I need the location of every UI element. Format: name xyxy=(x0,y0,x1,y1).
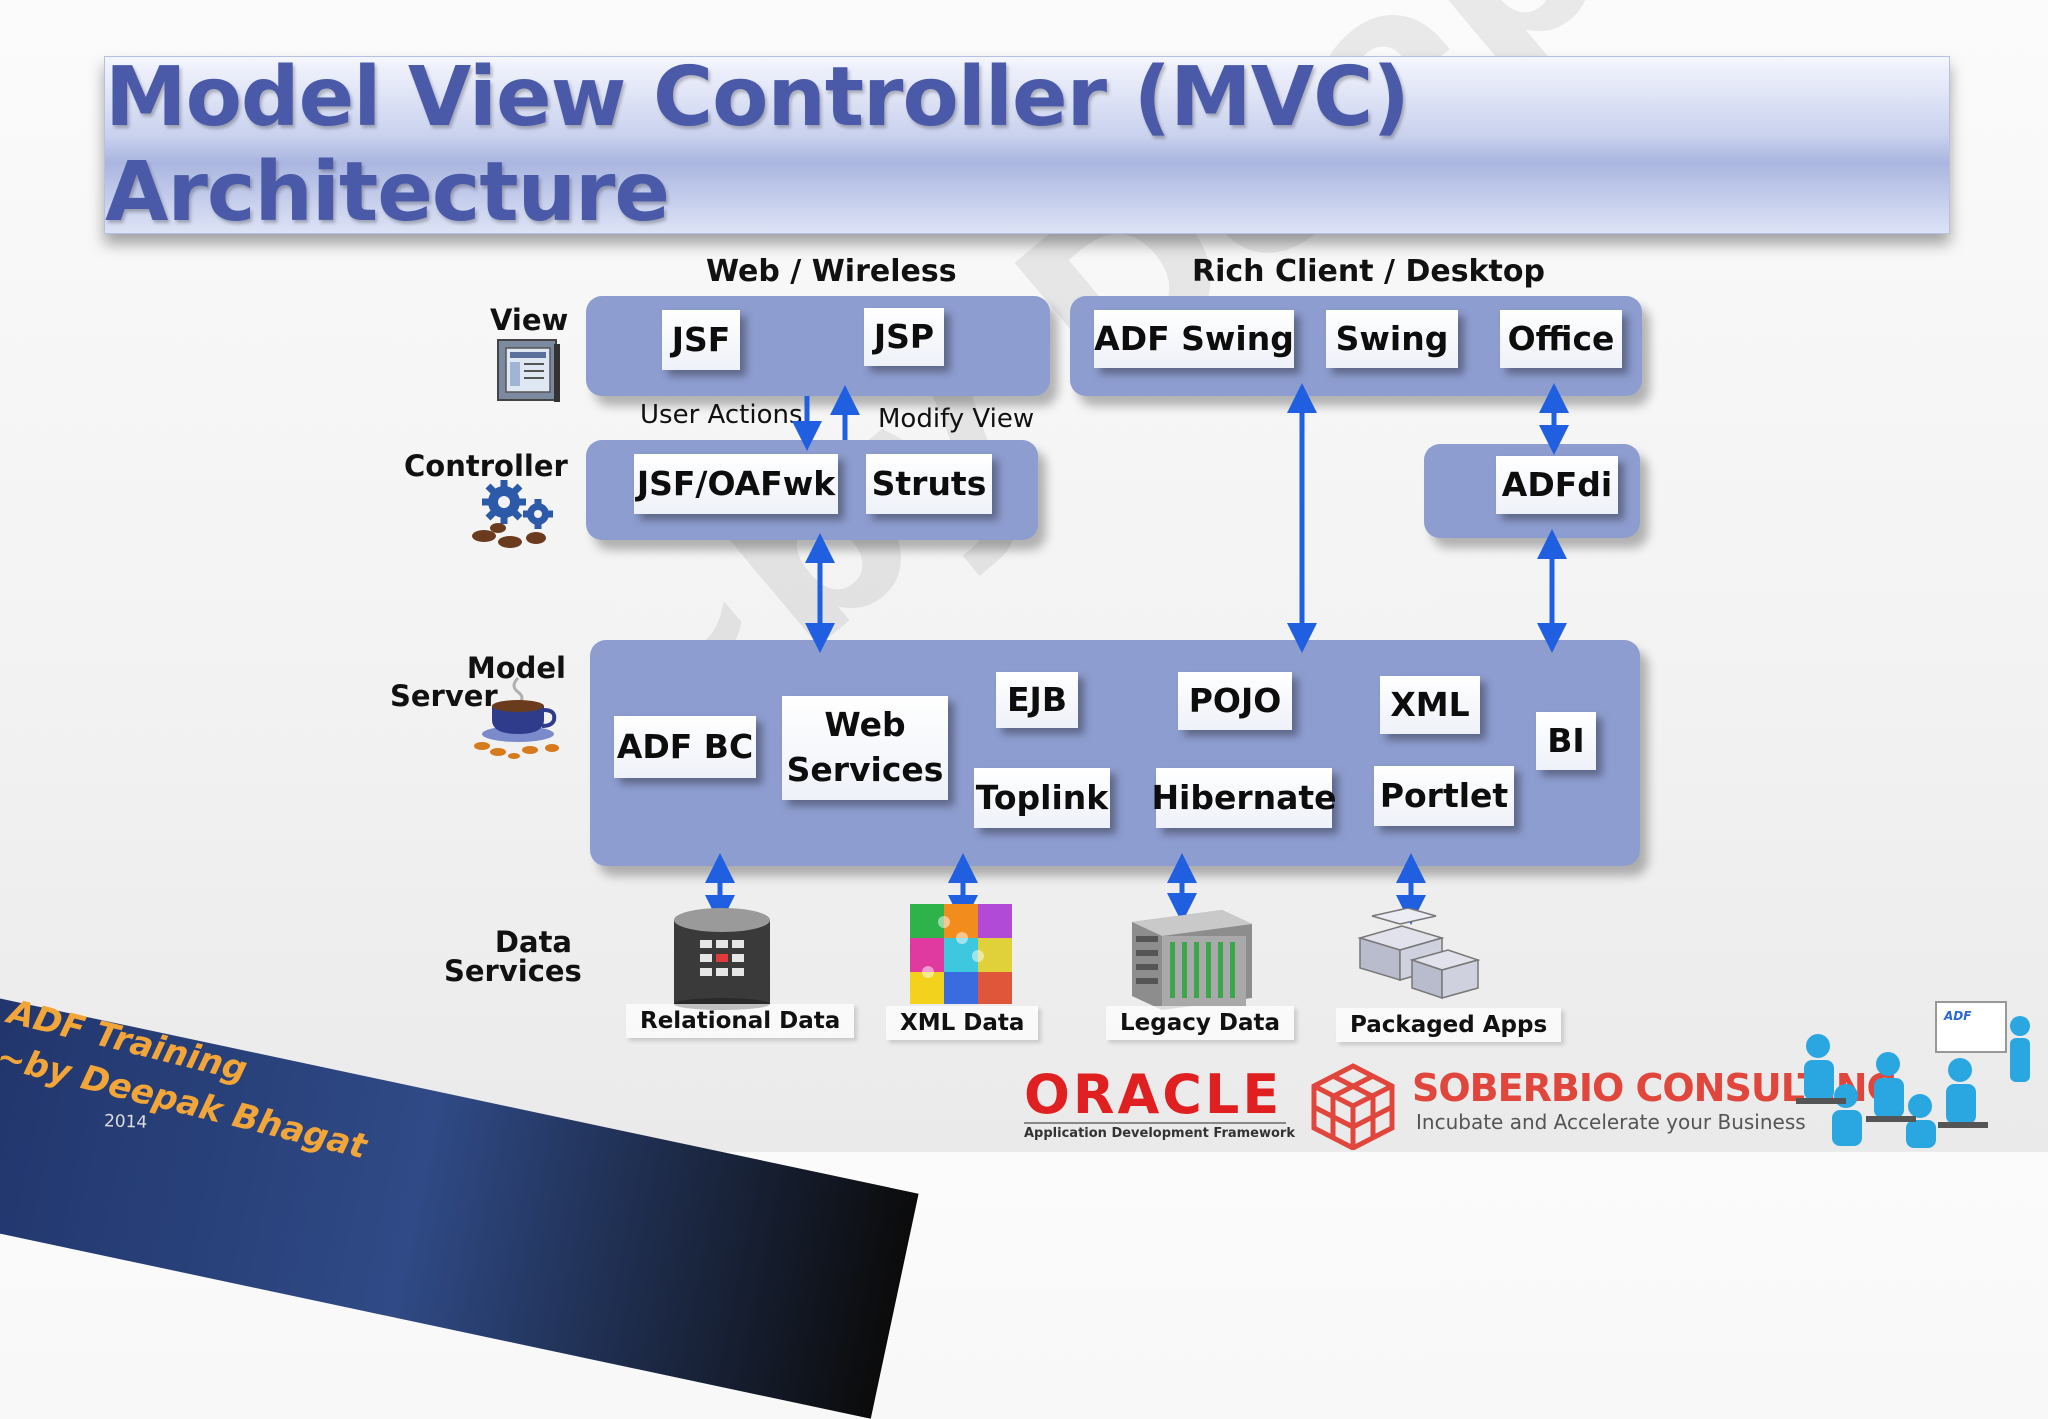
adf-badge: ADF xyxy=(1943,1009,1972,1023)
page-title: Model View Controller (MVC) Architecture xyxy=(105,50,1410,240)
view-rich-panel: ADF Swing Swing Office xyxy=(1070,296,1642,396)
tile-swing: Swing xyxy=(1326,310,1458,368)
coffee-cup-icon xyxy=(470,676,566,760)
server-rack-icon xyxy=(1122,902,1256,1012)
label-legacy-data: Legacy Data xyxy=(1106,1006,1295,1040)
classroom-illustration-icon: ADF xyxy=(1796,1000,2044,1148)
tile-adf-bc: ADF BC xyxy=(614,716,756,778)
tile-office: Office xyxy=(1500,310,1622,368)
view-window-icon xyxy=(496,334,562,404)
layer-label-view: View xyxy=(490,303,569,337)
label-relational-data: Relational Data xyxy=(626,1004,855,1038)
oracle-subtitle: Application Development Framework xyxy=(1024,1122,1295,1141)
packaged-apps-icon xyxy=(1352,907,1482,1006)
web-services-line1: Web xyxy=(824,705,906,745)
arrows-layer xyxy=(705,383,1569,925)
data-services-line2: Services xyxy=(444,954,582,988)
tile-adfdi: ADFdi xyxy=(1496,456,1618,514)
tile-hibernate: Hibernate xyxy=(1151,768,1337,828)
database-icon xyxy=(670,906,776,1010)
layer-label-server: Server xyxy=(390,679,498,713)
tile-adf-swing: ADF Swing xyxy=(1094,310,1294,368)
tile-bi: BI xyxy=(1536,712,1596,770)
tile-toplink: Toplink xyxy=(974,768,1110,828)
label-modify-view: Modify View xyxy=(878,404,1035,434)
data-services-line1: Data xyxy=(494,925,572,959)
title-banner: Model View Controller (MVC) Architecture xyxy=(104,50,1950,240)
tile-web-services: Web Services xyxy=(782,696,948,800)
tile-portlet: Portlet xyxy=(1374,766,1514,826)
tile-pojo: POJO xyxy=(1178,672,1292,730)
model-panel: ADF BC Web Services EJB POJO XML BI Topl… xyxy=(590,640,1640,866)
tile-jsf: JSF xyxy=(662,310,740,370)
layer-label-controller: Controller xyxy=(404,449,568,483)
footer-year: 2014 xyxy=(103,1111,148,1133)
label-xml-data: XML Data xyxy=(886,1006,1039,1040)
view-web-panel: JSF JSP xyxy=(586,296,1050,396)
tile-jsf-oafwk: JSF/OAFwk xyxy=(634,454,838,514)
soberbio-cube-icon xyxy=(1310,1062,1396,1151)
web-services-line2: Services xyxy=(786,750,944,789)
puzzle-icon xyxy=(908,902,1016,1006)
oracle-wordmark: ORACLE xyxy=(1024,1063,1283,1126)
header-rich-client: Rich Client / Desktop xyxy=(1192,254,1545,289)
label-user-actions: User Actions xyxy=(640,400,803,430)
tile-struts: Struts xyxy=(866,454,992,514)
gears-icon xyxy=(464,478,568,552)
controller-web-panel: JSF/OAFwk Struts xyxy=(586,440,1038,540)
tile-ejb: EJB xyxy=(996,672,1078,728)
tile-jsp: JSP xyxy=(864,308,944,366)
header-web-wireless: Web / Wireless xyxy=(706,254,957,289)
oracle-logo: ORACLE Application Development Framework xyxy=(1024,1063,1295,1141)
layer-label-data-services: Data Services xyxy=(444,925,582,988)
soberbio-tagline: Incubate and Accelerate your Business xyxy=(1416,1110,1806,1134)
controller-rich-panel: ADFdi xyxy=(1424,444,1640,538)
tile-xml: XML xyxy=(1380,676,1480,734)
label-packaged-apps: Packaged Apps xyxy=(1336,1008,1562,1042)
